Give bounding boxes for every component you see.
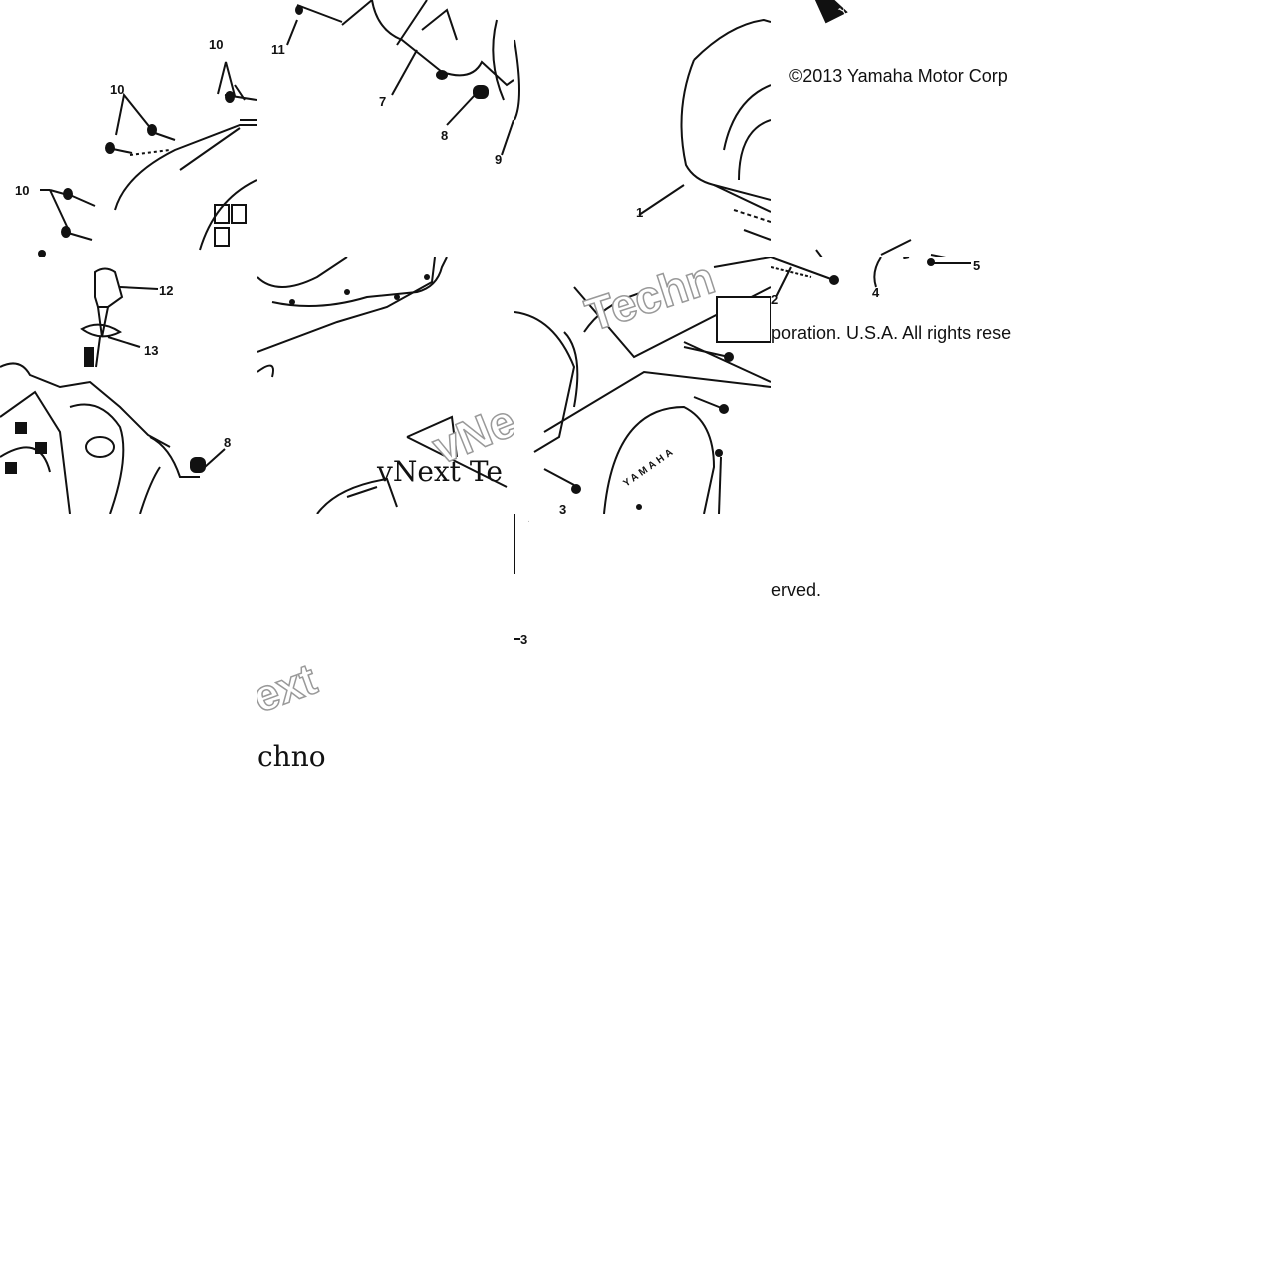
bolt-3-drawing <box>514 514 529 640</box>
callout-1: 1 <box>636 205 644 220</box>
callout-7: 7 <box>379 94 387 109</box>
callout-3: 3 <box>559 502 567 514</box>
diagram-tile-bolt-lower: 3 <box>514 514 771 771</box>
callout-11: 11 <box>271 42 285 57</box>
diagram-tile-dipstick: 12 13 8 <box>0 257 257 514</box>
diagram-tile-decal-cover: YAMAHA Techn 3 <box>514 257 771 514</box>
callout-9: 9 <box>495 152 503 167</box>
callout-5: 5 <box>973 258 981 273</box>
diagram-tile-copyright: YM ©2013 Yamaha Motor Corp <box>771 0 1028 257</box>
callout-10-middle: 10 <box>110 82 125 97</box>
callout-10-top: 10 <box>209 37 224 52</box>
copyright-line-2: poration. U.S.A. All rights rese <box>771 323 1012 343</box>
callout-8-lower: 8 <box>224 435 232 450</box>
decal-cover-drawing <box>514 257 771 514</box>
callout-13: 13 <box>144 343 159 358</box>
gasket-drawing <box>257 257 508 514</box>
crankcase-half-drawing <box>286 0 514 156</box>
callout-10-left: 10 <box>15 183 30 198</box>
dipstick-drawing <box>0 267 226 514</box>
copyright-line-1: ©2013 Yamaha Motor Corp <box>789 66 1008 86</box>
callout-2: 2 <box>771 292 779 307</box>
watermark-ext: ext <box>257 654 324 723</box>
screws-2-4-5-drawing <box>771 257 971 298</box>
screws-drawing <box>814 0 947 257</box>
flywheel-cover-drawing <box>514 18 771 241</box>
diagram-tile-copyright-end: erved. <box>771 514 1028 771</box>
diagram-tile-case-studs: 11 7 8 9 <box>257 0 514 257</box>
diagram-tile-watermark: ext chno <box>257 514 514 771</box>
diagram-tile-flywheel-cover: 1 <box>514 0 771 257</box>
callout-12: 12 <box>159 283 174 298</box>
callout-4: 4 <box>872 285 880 300</box>
diagram-tile-screws: 2 4 5 poration. U.S.A. All rights rese <box>771 257 1028 514</box>
callout-8-upper: 8 <box>441 128 449 143</box>
watermark-vnext: vNext Te <box>377 455 503 488</box>
crankcase-cover-drawing <box>38 61 257 257</box>
watermark-chno: chno <box>257 740 326 771</box>
callout-3-lower: 3 <box>520 632 528 647</box>
diagram-tile-gasket: vNext Te vNe <box>257 257 514 514</box>
diagram-tile-cover-bolts: 10 10 10 <box>0 0 257 257</box>
copyright-line-3: erved. <box>771 580 822 600</box>
